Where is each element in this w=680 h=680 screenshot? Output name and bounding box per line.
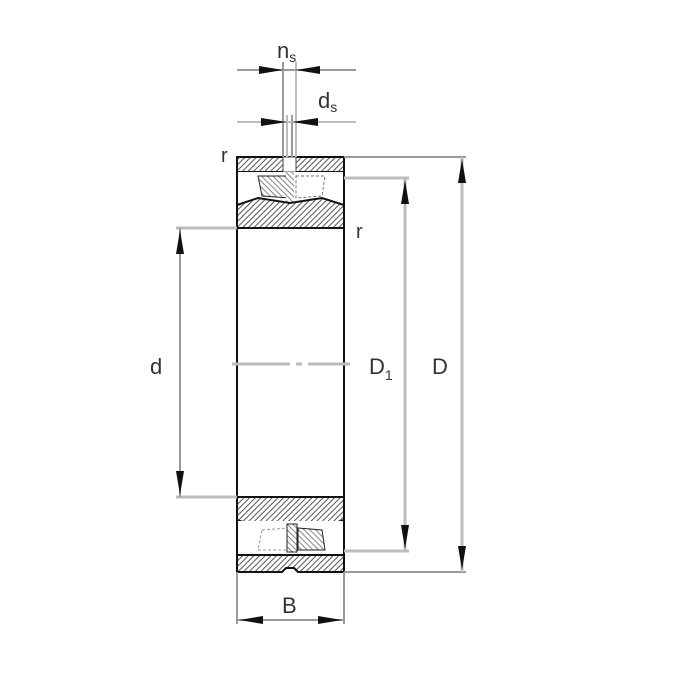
roller-right-bottom (297, 527, 326, 551)
top-section (236, 156, 345, 229)
label-r-inner: r (356, 221, 363, 243)
label-d: d (150, 354, 162, 379)
outer-ring-bottom (236, 554, 345, 573)
outer-diameter-dimension (344, 156, 466, 573)
label-d1: D1 (369, 354, 393, 383)
d1-dimension (344, 176, 409, 553)
roller-left-bottom (257, 527, 289, 551)
inner-ring-top (236, 196, 345, 229)
roller-left-top (257, 175, 291, 199)
lubrication-dimensions (237, 62, 356, 157)
lubrication-hole (282, 156, 297, 173)
label-D: D (432, 354, 448, 379)
label-ns: ns (277, 38, 296, 65)
width-dimension (236, 572, 345, 624)
roller-right-top (295, 175, 326, 199)
label-B: B (282, 593, 297, 618)
label-r-top: r (221, 145, 228, 167)
label-ds: ds (318, 88, 337, 115)
bore-diameter-dimension (176, 226, 237, 499)
bottom-section (236, 496, 345, 573)
